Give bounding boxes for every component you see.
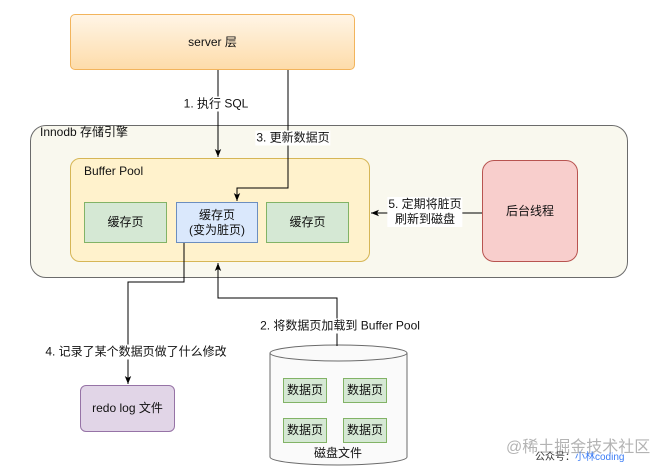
- data-page-label: 数据页: [286, 383, 323, 397]
- background-thread-label: 后台线程: [505, 203, 554, 218]
- server-layer-label: server 层: [188, 34, 237, 49]
- step-3-label: 3. 更新数据页: [255, 130, 331, 146]
- step-5-label: 5. 定期将脏页 刷新到磁盘: [387, 197, 463, 227]
- redo-log-file-label: redo log 文件: [92, 401, 163, 415]
- innodb-engine-label: Innodb 存储引擎: [40, 125, 129, 139]
- data-page-label: 数据页: [346, 423, 383, 437]
- cache-page-label: 缓存页: [289, 215, 326, 229]
- cache-page-label: 缓存页: [198, 207, 235, 222]
- dirty-cache-page: 缓存页 (变为脏页): [176, 202, 258, 243]
- watermark-account: 公众号：小林coding: [535, 452, 624, 464]
- watermark-account-name: 小林coding: [575, 452, 625, 463]
- step-1-label: 1. 执行 SQL: [182, 96, 250, 112]
- watermark-site: @稀土掘金技术社区: [506, 439, 651, 456]
- disk-file-label: 磁盘文件: [313, 446, 363, 460]
- step-5-label-line-2: 刷新到磁盘: [394, 212, 455, 226]
- step-4-label: 4. 记录了某个数据页做了什么修改: [44, 344, 228, 360]
- data-page: 数据页: [283, 418, 327, 443]
- step-2-label: 2. 将数据页加载到 Buffer Pool: [259, 318, 421, 334]
- watermark-account-prefix: 公众号：: [535, 452, 575, 463]
- cache-page-label: 缓存页: [107, 215, 144, 229]
- cache-page: 缓存页: [84, 202, 167, 243]
- redo-log-file-box: redo log 文件: [80, 385, 175, 432]
- data-page: 数据页: [343, 378, 387, 403]
- data-page-label: 数据页: [286, 423, 323, 437]
- server-layer-box: server 层: [70, 14, 355, 70]
- data-page-label: 数据页: [346, 383, 383, 397]
- step-5-label-line-1: 5. 定期将脏页: [388, 197, 462, 211]
- cache-page: 缓存页: [266, 202, 349, 243]
- dirty-page-note: (变为脏页): [189, 222, 245, 237]
- disk-cylinder-top-rim: [269, 352, 408, 362]
- data-page: 数据页: [283, 378, 327, 403]
- data-page: 数据页: [343, 418, 387, 443]
- background-thread-box: 后台线程: [482, 160, 578, 262]
- buffer-pool-label: Buffer Pool: [84, 164, 144, 178]
